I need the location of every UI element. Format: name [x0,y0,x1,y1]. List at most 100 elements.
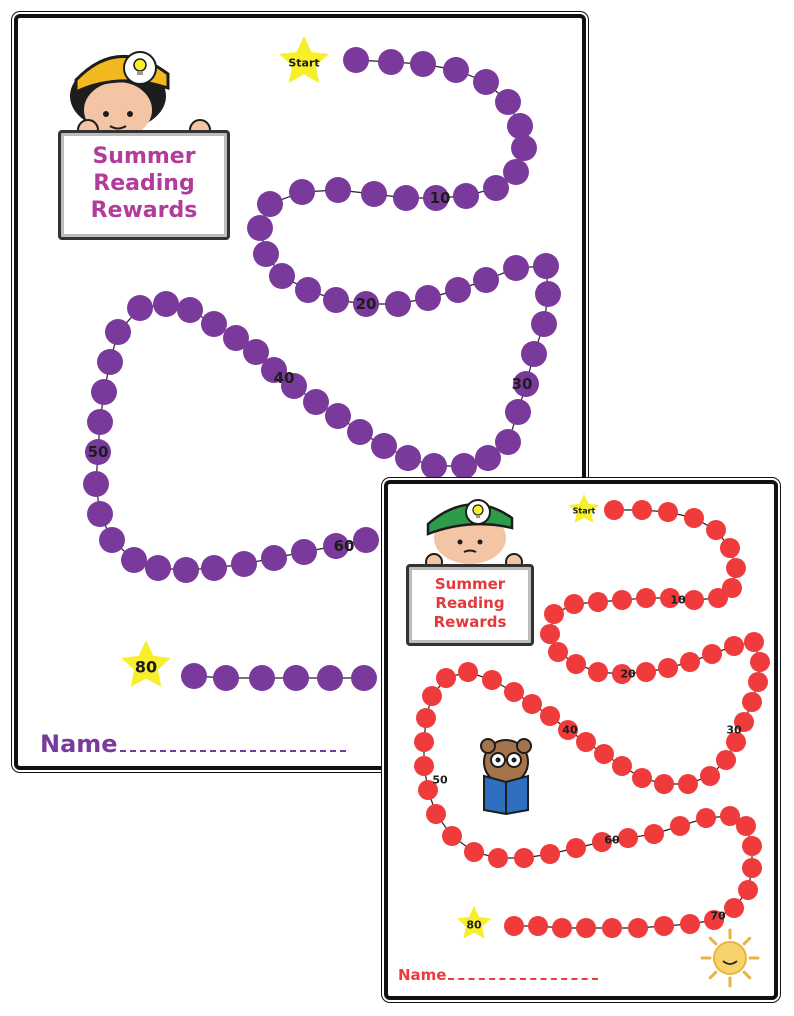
reading-dot[interactable] [153,291,179,317]
reading-dot[interactable] [353,527,379,553]
reading-dot[interactable] [317,665,343,691]
reading-dot[interactable] [201,311,227,337]
reading-dot[interactable] [85,439,111,465]
reading-dot[interactable] [371,433,397,459]
reading-dot[interactable] [414,756,434,776]
reading-dot[interactable] [201,555,227,581]
reading-dot[interactable] [97,349,123,375]
reading-dot[interactable] [724,636,744,656]
reading-dot[interactable] [343,47,369,73]
red-name-field[interactable]: Name [398,966,599,984]
reading-dot[interactable] [628,918,648,938]
reading-dot[interactable] [736,816,756,836]
reading-dot[interactable] [87,409,113,435]
reading-dot[interactable] [602,918,622,938]
reading-dot[interactable] [566,654,586,674]
reading-dot[interactable] [213,665,239,691]
reading-dot[interactable] [618,828,638,848]
reading-dot[interactable] [513,371,539,397]
reading-dot[interactable] [99,527,125,553]
reading-dot[interactable] [604,500,624,520]
reading-dot[interactable] [295,277,321,303]
reading-dot[interactable] [511,135,537,161]
reading-dot[interactable] [243,339,269,365]
reading-dot[interactable] [261,357,287,383]
reading-dot[interactable] [378,49,404,75]
reading-dot[interactable] [742,692,762,712]
reading-dot[interactable] [540,844,560,864]
reading-dot[interactable] [83,471,109,497]
reading-dot[interactable] [670,816,690,836]
reading-dot[interactable] [632,768,652,788]
reading-dot[interactable] [750,652,770,672]
reading-dot[interactable] [410,51,436,77]
reading-dot[interactable] [422,686,442,706]
reading-dot[interactable] [393,185,419,211]
reading-dot[interactable] [473,267,499,293]
reading-dot[interactable] [612,664,632,684]
reading-dot[interactable] [353,291,379,317]
reading-dot[interactable] [748,672,768,692]
reading-dot[interactable] [684,590,704,610]
reading-dot[interactable] [325,403,351,429]
reading-dot[interactable] [636,588,656,608]
reading-dot[interactable] [576,918,596,938]
reading-dot[interactable] [716,750,736,770]
reading-dot[interactable] [612,590,632,610]
reading-dot[interactable] [289,179,315,205]
reading-dot[interactable] [558,720,578,740]
reading-dot[interactable] [426,804,446,824]
reading-dot[interactable] [726,732,746,752]
reading-dot[interactable] [528,916,548,936]
reading-dot[interactable] [742,836,762,856]
reading-dot[interactable] [594,744,614,764]
reading-dot[interactable] [181,663,207,689]
reading-dot[interactable] [540,624,560,644]
reading-dot[interactable] [415,285,441,311]
reading-dot[interactable] [658,502,678,522]
reading-dot[interactable] [281,373,307,399]
reading-dot[interactable] [535,281,561,307]
reading-dot[interactable] [121,547,147,573]
reading-dot[interactable] [91,379,117,405]
reading-dot[interactable] [351,665,377,691]
reading-dot[interactable] [576,732,596,752]
reading-dot[interactable] [483,175,509,201]
reading-dot[interactable] [720,538,740,558]
reading-dot[interactable] [473,69,499,95]
reading-dot[interactable] [734,712,754,732]
reading-dot[interactable] [503,255,529,281]
reading-dot[interactable] [548,642,568,662]
reading-dot[interactable] [742,858,762,878]
reading-dot[interactable] [738,880,758,900]
reading-dot[interactable] [177,297,203,323]
reading-dot[interactable] [720,806,740,826]
reading-dot[interactable] [744,632,764,652]
reading-dot[interactable] [442,826,462,846]
reading-dot[interactable] [453,183,479,209]
reading-dot[interactable] [700,766,720,786]
reading-dot[interactable] [504,916,524,936]
reading-dot[interactable] [680,914,700,934]
reading-dot[interactable] [503,159,529,185]
purple-name-field[interactable]: Name [40,730,346,758]
reading-dot[interactable] [395,445,421,471]
reading-dot[interactable] [458,662,478,682]
reading-dot[interactable] [702,644,722,664]
reading-dot[interactable] [451,453,477,479]
reading-dot[interactable] [505,399,531,425]
reading-dot[interactable] [105,319,131,345]
reading-dot[interactable] [696,808,716,828]
reading-dot[interactable] [291,539,317,565]
reading-dot[interactable] [531,311,557,337]
reading-dot[interactable] [706,520,726,540]
reading-dot[interactable] [724,898,744,918]
reading-dot[interactable] [87,501,113,527]
reading-dot[interactable] [540,706,560,726]
reading-dot[interactable] [361,181,387,207]
reading-dot[interactable] [658,658,678,678]
reading-dot[interactable] [654,916,674,936]
reading-dot[interactable] [495,429,521,455]
reading-dot[interactable] [261,545,287,571]
reading-dot[interactable] [678,774,698,794]
